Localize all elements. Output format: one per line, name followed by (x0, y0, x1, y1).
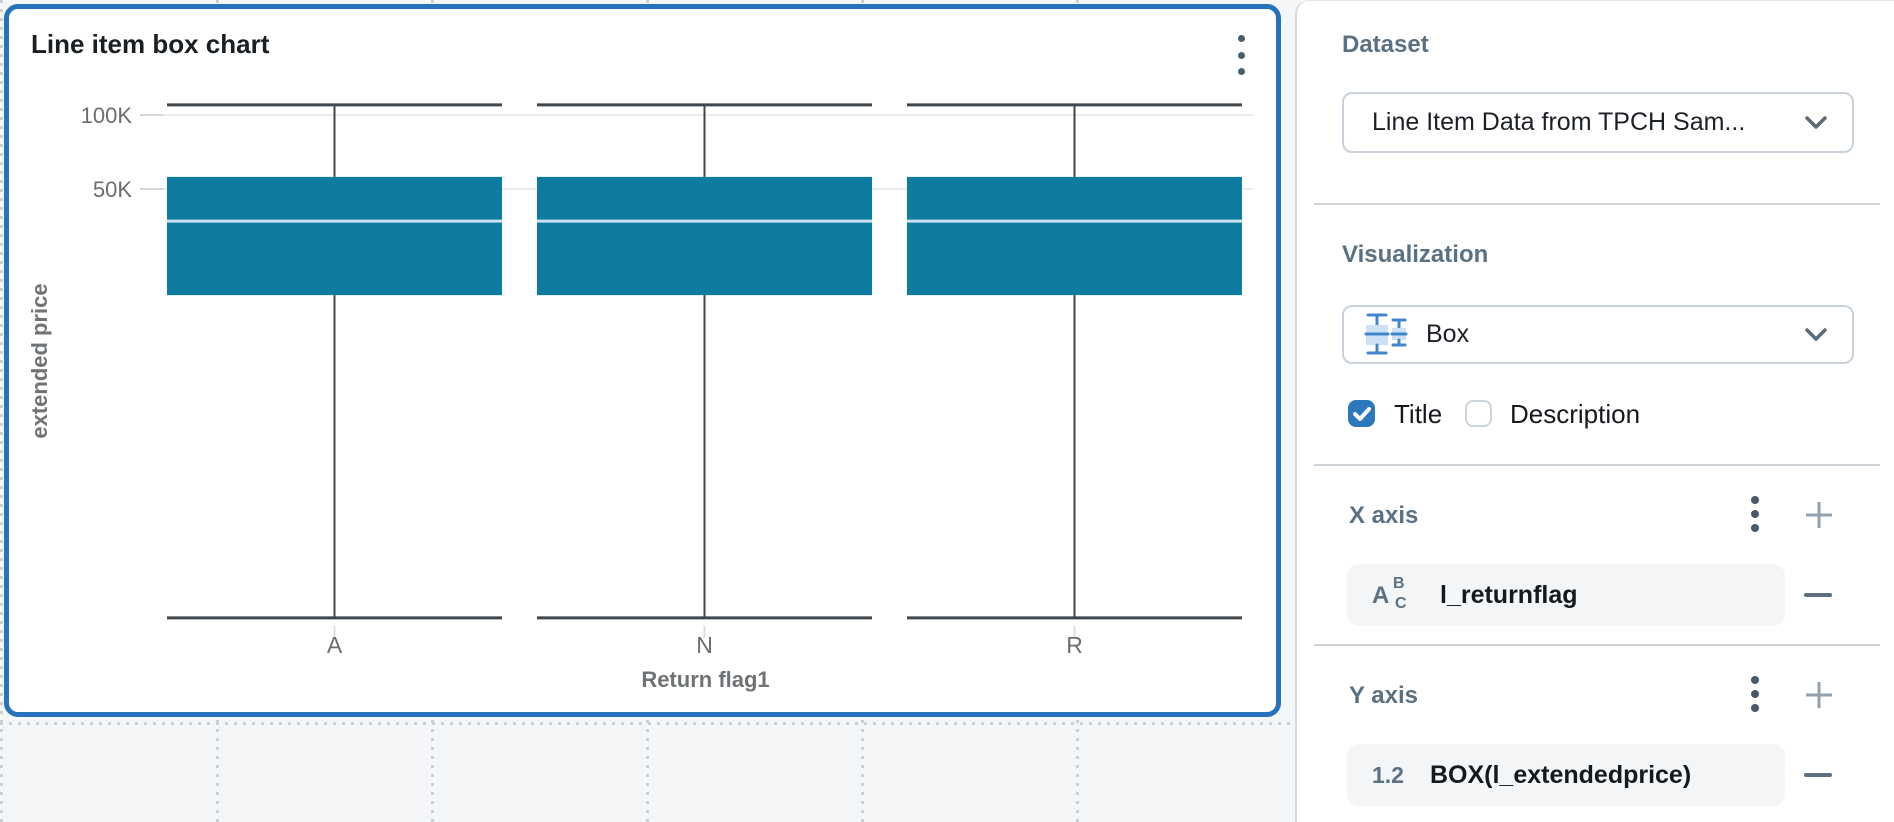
svg-text:Return flag1: Return flag1 (641, 667, 769, 692)
title-checkbox-label: Title (1394, 399, 1443, 429)
plus-icon[interactable] (1804, 500, 1834, 530)
chevron-down-icon (1805, 116, 1827, 129)
dataset-select[interactable]: Line Item Data from TPCH Sam... (1342, 92, 1854, 153)
kebab-menu-icon[interactable] (1234, 35, 1248, 75)
minus-icon[interactable] (1804, 593, 1832, 597)
dashboard-canvas: Line item box chart 100K 50K A N R Return fla… (0, 0, 1302, 822)
box-plot-icon (1364, 313, 1408, 355)
chevron-down-icon (1805, 328, 1827, 341)
x-axis-field-pill[interactable]: A B C l_returnflag (1347, 564, 1785, 626)
visualization-label: Visualization (1342, 241, 1489, 268)
description-checkbox[interactable] (1465, 400, 1492, 427)
number-type-icon: 1.2 (1372, 761, 1404, 788)
dataset-select-value: Line Item Data from TPCH Sam... (1372, 108, 1746, 136)
kebab-menu-icon[interactable] (1749, 676, 1761, 712)
kebab-menu-icon[interactable] (1749, 496, 1761, 532)
y-axis-field-pill[interactable]: 1.2 BOX(l_extendedprice) (1347, 744, 1785, 806)
settings-panel: Dataset Line Item Data from TPCH Sam... … (1295, 0, 1894, 822)
canvas-grid-line (0, 0, 3, 822)
dataset-label: Dataset (1342, 31, 1429, 58)
visualization-select-value: Box (1426, 320, 1470, 348)
title-checkbox[interactable] (1348, 400, 1375, 427)
svg-text:N: N (696, 632, 713, 658)
checkmark-icon (1352, 406, 1371, 421)
y-axis-label: Y axis (1349, 682, 1418, 709)
svg-text:A: A (327, 632, 343, 658)
section-divider (1314, 644, 1880, 646)
plus-icon[interactable] (1804, 680, 1834, 710)
string-type-icon: A B C (1372, 575, 1407, 612)
section-divider (1314, 464, 1880, 466)
svg-text:R: R (1066, 632, 1083, 658)
svg-text:50K: 50K (93, 177, 132, 202)
minus-icon[interactable] (1804, 773, 1832, 777)
chart-card[interactable]: Line item box chart 100K 50K A N R Return fla… (4, 4, 1281, 717)
visualization-select[interactable]: Box (1342, 305, 1854, 364)
chart-title: Line item box chart (31, 29, 270, 59)
y-axis-field-name: BOX(l_extendedprice) (1429, 760, 1692, 789)
canvas-grid-line (0, 722, 1302, 725)
box-chart: 100K 50K A N R Return flag1 extended price (27, 103, 1253, 692)
section-divider (1314, 203, 1880, 205)
x-axis-field-name: l_returnflag (1440, 580, 1578, 609)
x-axis-label: X axis (1349, 502, 1419, 529)
description-checkbox-label: Description (1510, 399, 1641, 429)
svg-text:extended price: extended price (27, 283, 52, 438)
svg-text:100K: 100K (81, 103, 133, 128)
